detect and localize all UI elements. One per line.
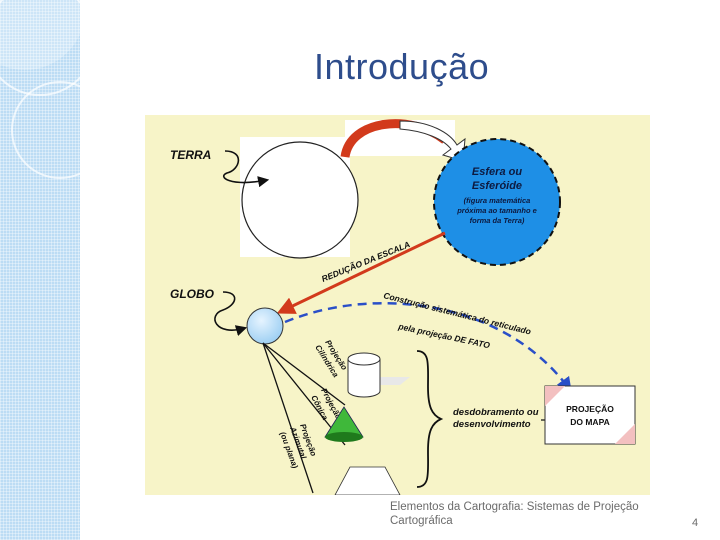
spheroid-sub-3: forma da Terra) bbox=[470, 216, 525, 225]
footer-line-2: Cartográfica bbox=[390, 515, 453, 527]
slide-footer: Elementos da Cartografia: Sistemas de Pr… bbox=[390, 500, 670, 528]
map-box-label-2: DO MAPA bbox=[570, 417, 610, 427]
spheroid-label-2: Esferóide bbox=[472, 180, 522, 192]
curly-brace bbox=[416, 350, 444, 488]
earth-circle bbox=[241, 141, 359, 259]
slide-title: Introdução bbox=[314, 46, 490, 87]
spheroid-label-1: Esfera ou bbox=[472, 166, 522, 178]
spheroid-sub-2: próxima ao tamanho e bbox=[456, 206, 537, 215]
construction-dashed-arc bbox=[284, 301, 572, 393]
azimuthal-plane bbox=[334, 466, 401, 495]
diagram-canvas: Esfera ou Esferóide (figura matemática p… bbox=[170, 119, 636, 495]
globo-label: GLOBO bbox=[170, 287, 215, 301]
scale-reduction-arrow bbox=[276, 231, 446, 314]
projection-diagram: Esfera ou Esferóide (figura matemática p… bbox=[145, 115, 650, 495]
cylinder-body bbox=[347, 359, 381, 398]
small-globe bbox=[246, 307, 284, 345]
map-box-corner-br bbox=[615, 424, 635, 444]
line-azimuthal bbox=[262, 342, 314, 494]
map-projection-box bbox=[544, 385, 636, 445]
globo-arrow bbox=[214, 291, 248, 336]
desdobramento-label-1: desdobramento ou bbox=[453, 407, 539, 418]
decorative-circles bbox=[0, 0, 80, 179]
spheroid-circle bbox=[433, 138, 561, 266]
footer-line-1: Elementos da Cartografia: Sistemas de Pr… bbox=[390, 501, 639, 513]
terra-label: TERRA bbox=[170, 148, 211, 162]
spheroid-sub-1: (figura matemática bbox=[464, 196, 531, 205]
map-box-corner-tl bbox=[545, 386, 565, 406]
page-number: 4 bbox=[692, 517, 699, 529]
map-box-label-1: PROJEÇÃO bbox=[566, 404, 614, 414]
desdobramento-label-2: desenvolvimento bbox=[453, 419, 531, 430]
cylinder-top bbox=[347, 352, 381, 366]
line-cylindrical bbox=[262, 342, 346, 406]
left-decorative-band bbox=[0, 0, 80, 540]
cone-base bbox=[325, 432, 363, 442]
terra-arrow bbox=[222, 150, 270, 188]
projection-de-fato-label: pela projeção DE FATO bbox=[397, 321, 492, 350]
